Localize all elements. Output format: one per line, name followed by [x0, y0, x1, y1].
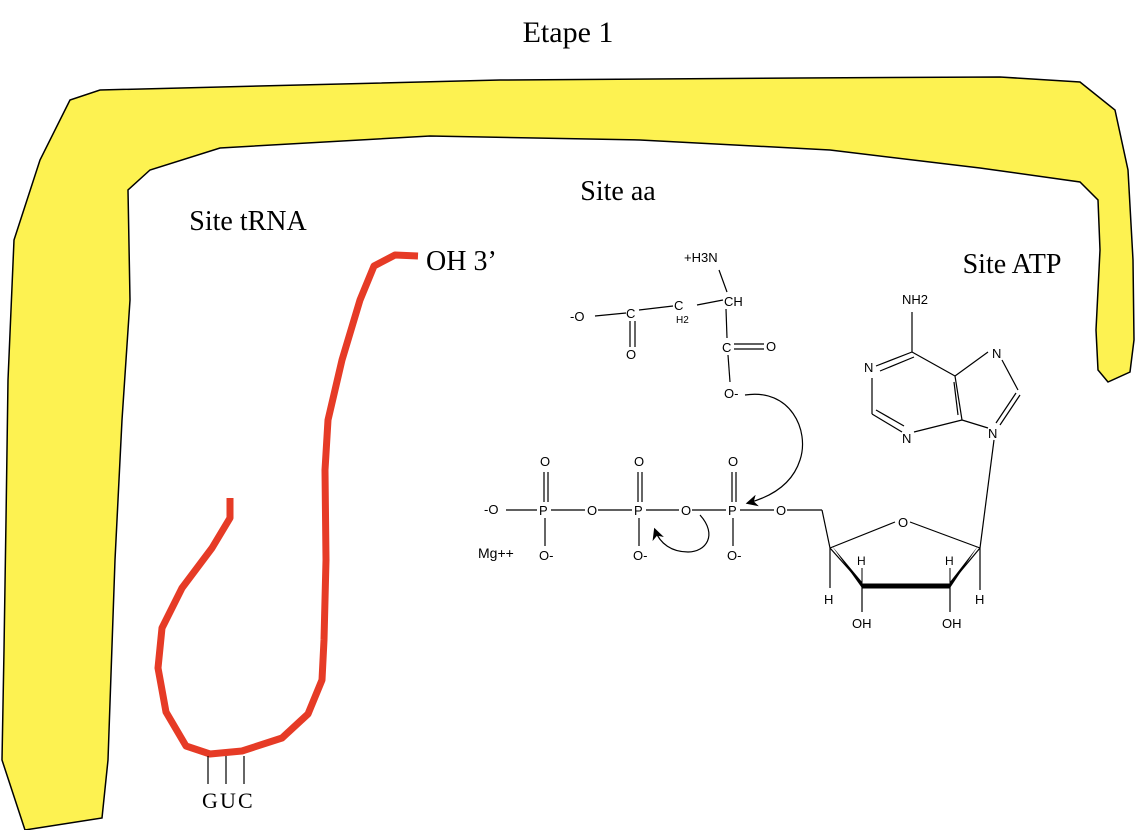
ribose-oxygen: O [898, 515, 908, 530]
ribose-h-2: H [857, 554, 866, 568]
nucleophilic-attack-arrow [744, 393, 804, 507]
atp-bridge-o-2: O [681, 503, 691, 518]
atp-gamma-oneg: O- [539, 548, 553, 563]
mg-label: Mg++ [478, 545, 514, 561]
atp-bridge-o-1: O [587, 503, 597, 518]
site-aa-label: Site aa [580, 176, 656, 207]
atp-gamma-o: O [540, 454, 550, 469]
aa-attacking-oxygen: O- [724, 386, 738, 401]
svg-text:C: C [674, 298, 683, 313]
anticodon-base-3: C [238, 788, 253, 813]
enzyme-shape [1, 76, 1135, 830]
atp-beta-o: O [634, 454, 644, 469]
atp-alpha-oneg: O- [727, 548, 741, 563]
site-trna-label: Site tRNA [189, 206, 307, 237]
anticodon-base-1: G [202, 788, 218, 813]
atp-alpha-o: O [728, 454, 738, 469]
aa-ch2-label: H2 [676, 315, 689, 326]
atp-p-alpha: P [728, 503, 737, 518]
adenine-n9: N [988, 426, 997, 441]
title: Etape 1 [523, 16, 614, 49]
atp-terminal-oxygen: -O [484, 502, 498, 517]
ribose-h-4: H [975, 592, 984, 607]
anticodon-base-2: U [220, 788, 236, 813]
aa-alpha-carbon: CH [724, 294, 743, 309]
aa-side-carbon: C [626, 306, 635, 321]
atp-beta-oneg: O- [633, 548, 647, 563]
ribose-h-1: H [824, 592, 833, 607]
ribose-oh-1: OH [852, 616, 872, 631]
pyrophosphate-release-arrow [652, 514, 710, 553]
atp-ester-oxygen: O [776, 503, 786, 518]
trna-strand [154, 251, 419, 758]
aa-carboxyl-carbon: C [722, 340, 731, 355]
ribose-oh-2: OH [942, 616, 962, 631]
atp-p-gamma: P [539, 503, 548, 518]
adenine-n7: N [992, 346, 1001, 361]
adenine-amino: NH2 [902, 292, 928, 307]
aa-carbonyl-oxygen: O [766, 339, 776, 354]
aa-side-oxygen: O [626, 347, 636, 362]
aa-ammonium-label: +H3N [684, 250, 718, 265]
ribose-h-3: H [945, 554, 954, 568]
site-atp-label: Site ATP [963, 249, 1062, 280]
amino-acid: +H3N CH C O O- C H2 C O -O [570, 250, 776, 401]
atp-molecule: -O P O O- O P O O- O P O O- [478, 292, 1021, 631]
trna-3prime-label: OH 3’ [426, 246, 497, 277]
atp-p-beta: P [634, 503, 643, 518]
aa-carboxylate-oxygen: -O [570, 309, 584, 324]
adenine-n1: N [864, 360, 873, 375]
adenine-n3: N [902, 431, 911, 446]
